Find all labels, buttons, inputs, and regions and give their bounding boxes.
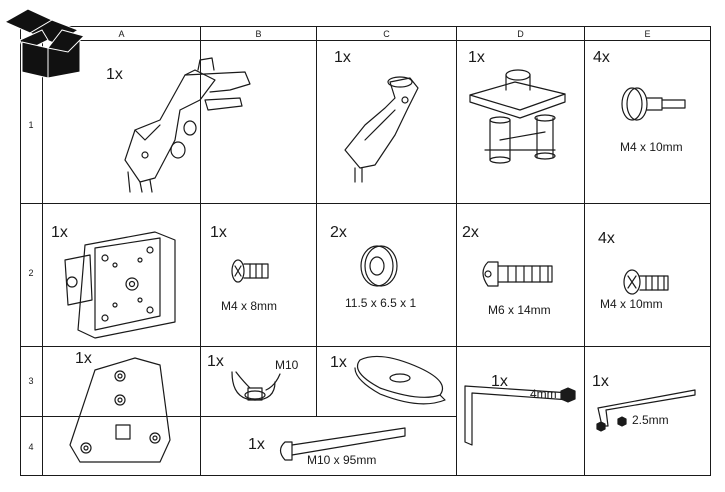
- hex-icon: [617, 416, 627, 427]
- row-label-3: 3: [28, 376, 34, 386]
- qty-a1: 1x: [106, 66, 123, 83]
- qty-b3: 1x: [207, 353, 224, 370]
- column-header-b: B: [255, 29, 262, 39]
- long-bolt-icon: [279, 427, 406, 461]
- label-b3: M10: [275, 358, 299, 372]
- row-label-4: 4: [28, 442, 34, 452]
- qty-d2: 2x: [462, 224, 479, 241]
- qty-d3: 1x: [491, 373, 508, 390]
- qty-e1: 4x: [593, 49, 610, 66]
- qty-e2: 4x: [598, 230, 615, 247]
- washer-icon: [360, 245, 398, 287]
- label-d3: 4mm: [530, 387, 557, 401]
- vesa-plate-icon: [64, 231, 176, 339]
- qty-c2: 2x: [330, 224, 347, 241]
- label-e1: M4 x 10mm: [620, 140, 683, 154]
- qty-a3: 1x: [75, 350, 92, 367]
- qty-b4: 1x: [248, 436, 265, 453]
- qty-b2: 1x: [210, 224, 227, 241]
- row-label-1: 1: [28, 120, 34, 130]
- wing-nut-icon: [231, 371, 281, 401]
- label-c2: 11.5 x 6.5 x 1: [345, 296, 417, 310]
- monitor-arm-icon: [124, 57, 251, 193]
- base-plate-icon: [69, 357, 171, 463]
- label-b2: M4 x 8mm: [221, 299, 278, 313]
- qty-a2: 1x: [51, 224, 68, 241]
- arm-extension-icon: [344, 76, 419, 183]
- phillips-screw-icon: [623, 269, 669, 295]
- hex-bolt-icon: [482, 261, 553, 287]
- row-label-2: 2: [28, 268, 34, 278]
- label-e2: M4 x 10mm: [600, 297, 663, 311]
- thumb-screw-icon: [621, 87, 686, 121]
- column-header-a: A: [118, 29, 125, 39]
- oval-plate-icon: [354, 355, 446, 405]
- hex-icon: [560, 387, 576, 403]
- qty-c1: 1x: [334, 49, 351, 66]
- column-header-e: E: [644, 29, 651, 39]
- qty-d1: 1x: [468, 49, 485, 66]
- column-header-d: D: [517, 29, 524, 39]
- qty-c3: 1x: [330, 354, 347, 371]
- label-b4: M10 x 95mm: [307, 453, 377, 467]
- qty-e3: 1x: [592, 373, 609, 390]
- open-box-icon: [3, 8, 85, 79]
- phillips-screw-icon: [231, 259, 269, 283]
- label-e3: 2.5mm: [632, 413, 669, 427]
- column-header-c: C: [383, 29, 390, 39]
- label-d2: M6 x 14mm: [488, 303, 551, 317]
- desk-clamp-icon: [469, 69, 566, 164]
